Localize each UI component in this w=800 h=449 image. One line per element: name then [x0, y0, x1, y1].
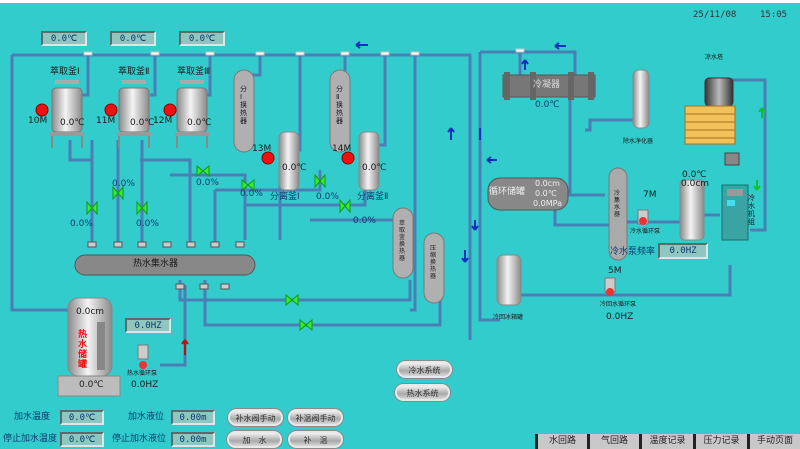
motor-10m-label: 10M	[28, 116, 48, 126]
tab-manual-page[interactable]: 手动页面	[747, 434, 800, 449]
cold-pump-label: 冷水循环泵	[630, 228, 661, 235]
extractor-2-label: 萃取釜Ⅱ	[118, 67, 150, 77]
return-pump-label: 冷回水循环泵	[600, 301, 637, 308]
purifier-label: 除水净化器	[623, 138, 654, 145]
cold-valve-manual-button[interactable]: 补水阀手动	[228, 409, 283, 426]
separator-2-label: 分离釜Ⅱ	[357, 192, 389, 202]
pipe-tees	[83, 48, 525, 56]
valve-3-opening: 0.0%	[136, 219, 159, 229]
cold-tank-level: 0.0cm	[681, 179, 710, 189]
motor-5m-label: 5M	[608, 266, 622, 276]
add-temp-button[interactable]: 补 温	[288, 431, 343, 448]
hot-tank-level: 0.0cm	[76, 307, 105, 317]
add-water-level-label: 加水液位	[128, 412, 165, 422]
valves	[86, 164, 351, 332]
separator-1-label: 分离釜Ⅰ	[270, 192, 300, 202]
flow-arrows	[181, 41, 766, 355]
hot-pump-label: 热水循环泵	[127, 370, 158, 377]
separator-2-temp: 0.0℃	[362, 163, 387, 173]
hot-water-collector	[74, 241, 256, 290]
circ-tank-level: 0.0cm	[535, 179, 560, 188]
extractor-2-temp: 0.0℃	[130, 118, 155, 128]
clock: 15:05	[760, 10, 788, 20]
separators	[278, 131, 380, 191]
cooling-tower-label: 凉水塔	[705, 54, 724, 61]
motor-14m-label: 14M	[332, 144, 352, 154]
hot-pump-freq: 0.0HZ	[131, 380, 159, 390]
add-water-level-field[interactable]: 0.00m	[171, 410, 215, 425]
valve-6-opening: 0.0%	[316, 192, 339, 202]
cold-tank-temp: 0.0℃	[682, 170, 707, 180]
motor-11m-label: 11M	[96, 116, 116, 126]
stop-water-level-field[interactable]: 0.00m	[171, 432, 215, 447]
temp-valve-manual-button[interactable]: 补温阀手动	[288, 409, 343, 426]
extractor-1-temp: 0.0℃	[60, 118, 85, 128]
valve-5-opening: 0.0%	[240, 189, 263, 199]
add-water-temp-field[interactable]: 0.0℃	[60, 410, 104, 425]
valve-1-opening: 0.0%	[70, 219, 93, 229]
motor-7m-label: 7M	[643, 190, 657, 200]
valve-7-opening: 0.0%	[353, 216, 376, 226]
motors	[35, 103, 355, 165]
sep1-heat-exchanger-label: 分Ⅰ换热器	[240, 85, 247, 125]
heat-exchangers	[233, 69, 445, 304]
cold-water-system-button[interactable]: 冷水系统	[397, 361, 452, 378]
cold-pump-freq-label: 冷水泵频率	[610, 247, 656, 257]
condenser-temp: 0.0℃	[535, 100, 560, 110]
separator-1-temp: 0.0℃	[282, 163, 307, 173]
cold-equipment	[487, 69, 749, 306]
extractor-1-label: 萃取釜Ⅰ	[50, 67, 80, 77]
stop-water-temp-label: 停止加水温度	[3, 434, 58, 444]
condenser-label: 冷凝器	[533, 80, 561, 90]
hot-water-collector-label: 热水集水器	[133, 259, 179, 269]
tab-gas-loop[interactable]: 气回路	[587, 434, 639, 449]
extractor-vessels	[50, 80, 209, 148]
stop-water-level-label: 停止加水液位	[112, 434, 167, 444]
valve-2-opening: 0.0%	[112, 179, 135, 189]
return-pump-freq: 0.0HZ	[606, 312, 634, 322]
hot-water-system-button[interactable]: 热水系统	[395, 384, 450, 401]
valve-4-opening: 0.0%	[196, 178, 219, 188]
hot-tank-temp: 0.0℃	[79, 380, 104, 390]
add-water-temp-label: 加水温度	[14, 412, 51, 422]
chiller-label: 冷水机组	[748, 194, 755, 226]
motor-12m-label: 12M	[153, 116, 173, 126]
hot-water-tank	[57, 297, 149, 397]
circ-tank-label: 循环储罐	[489, 187, 526, 197]
extract-heat-exchanger-label: 萃取釜换热器	[399, 220, 406, 262]
return-tank-label: 冷回冰箱罐	[493, 314, 524, 321]
hot-tank-label: 热水储罐	[78, 330, 88, 370]
top-temp-readout-1: 0.0℃	[41, 31, 87, 46]
hot-pump-freq-readout: 0.0HZ	[125, 318, 171, 333]
circ-tank-pressure: 0.0MPa	[533, 199, 562, 208]
press-heat-exchanger-label: 压缩换热器	[430, 245, 437, 280]
circ-tank-temp: 0.0℃	[535, 189, 557, 198]
extractor-3-temp: 0.0℃	[187, 118, 212, 128]
tab-temperature-log[interactable]: 温度记录	[639, 434, 693, 449]
extractor-3-label: 萃取釜Ⅲ	[177, 67, 211, 77]
tab-water-loop[interactable]: 水回路	[535, 434, 587, 449]
cold-pump-freq-readout: 0.0HZ	[658, 243, 708, 259]
sep2-heat-exchanger-label: 分Ⅱ换热器	[336, 85, 343, 125]
motor-13m-label: 13M	[252, 144, 272, 154]
top-temp-readout-2: 0.0℃	[110, 31, 156, 46]
top-temp-readout-3: 0.0℃	[179, 31, 225, 46]
stop-water-temp-field[interactable]: 0.0℃	[60, 432, 104, 447]
date: 25/11/08	[693, 10, 737, 20]
add-water-button[interactable]: 加 水	[227, 431, 282, 448]
cold-collector-label: 冷集水器	[614, 190, 621, 218]
tab-pressure-log[interactable]: 压力记录	[693, 434, 747, 449]
